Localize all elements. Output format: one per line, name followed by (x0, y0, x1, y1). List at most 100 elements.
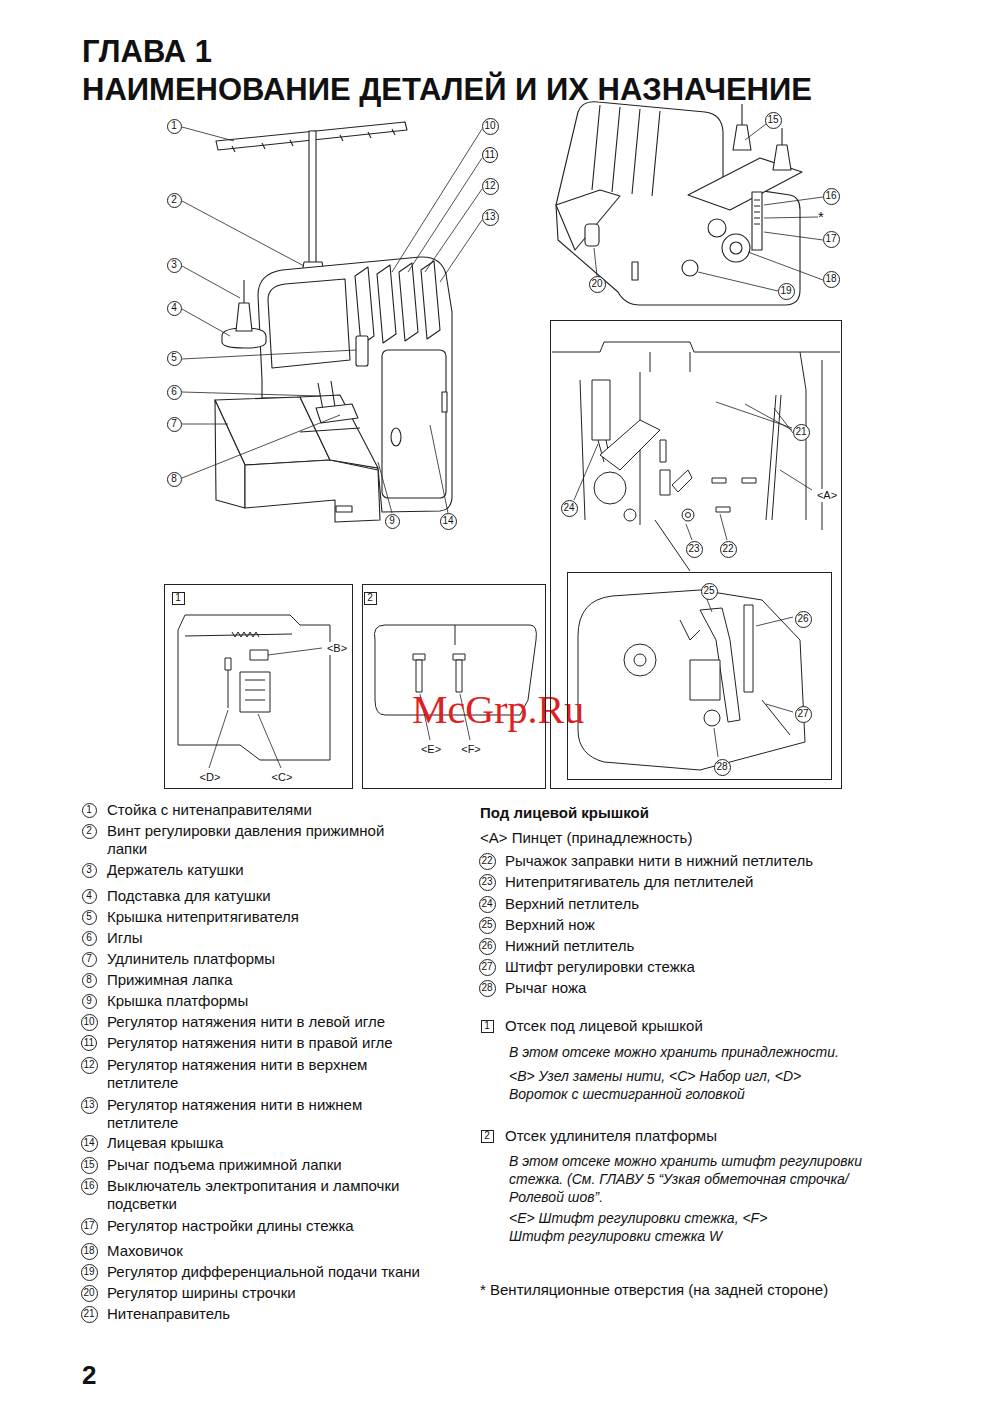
part-description: Маховичок (107, 1242, 183, 1260)
leader-lines (182, 124, 823, 768)
list-callout: 2 (86, 826, 92, 836)
callout-letter: <B> (326, 642, 348, 655)
list-callout: 16 (83, 1181, 94, 1191)
callout-number: 8 (171, 474, 177, 484)
list-callout: 14 (81, 1135, 98, 1152)
list-callout: 16 (81, 1178, 98, 1195)
callout-number: 17 (823, 231, 840, 248)
callout-number: 19 (780, 286, 791, 296)
list-callout: 28 (481, 983, 492, 993)
callout-number: 20 (591, 279, 602, 289)
list-callout: 25 (481, 920, 492, 930)
list-callout: 13 (83, 1100, 94, 1110)
compartment-title: Отсек под лицевой крышкой (505, 1017, 703, 1035)
callout-number: 24 (563, 503, 574, 513)
list-callout: 11 (81, 1035, 97, 1051)
list-callout: 26 (481, 941, 492, 951)
callout-number: 18 (825, 274, 836, 284)
list-callout: 25 (479, 917, 496, 934)
part-description: Нитепритягиватель для петлителей (505, 873, 754, 891)
callout-number: 22 (722, 544, 733, 554)
part-description: Регулятор натяжения нити в верхнем петли… (107, 1056, 407, 1092)
callout-number: 4 (167, 301, 182, 316)
callout-number: 12 (482, 178, 499, 195)
part-description: Винт регулировки давления прижимной лапк… (107, 822, 425, 858)
list-callout: 18 (83, 1246, 94, 1256)
list-callout: 15 (83, 1160, 94, 1170)
list-callout: 10 (83, 1017, 94, 1027)
callout-number: 20 (589, 276, 606, 293)
list-callout: 11 (84, 1038, 94, 1048)
part-description: Рычаг подъема прижимной лапки (107, 1156, 342, 1174)
accessory-description: <A> Пинцет (принадлежность) (480, 829, 692, 847)
compartment-note: В этом отсеке можно хранить принадлежнос… (509, 1043, 839, 1061)
callout-letter: <C> (271, 771, 294, 784)
part-description: Лицевая крышка (107, 1134, 223, 1152)
part-description: Удлинитель платформы (107, 950, 275, 968)
list-callout: 12 (81, 1057, 98, 1074)
list-callout: 3 (82, 863, 97, 878)
part-description: Штифт регулировки стежка (505, 958, 695, 976)
callout-number: 7 (167, 417, 182, 432)
callout-number: 10 (482, 118, 499, 135)
part-description: Регулятор натяжения нити в левой игле (107, 1013, 385, 1031)
callout-number: 5 (167, 351, 182, 366)
list-callout: 18 (81, 1243, 98, 1260)
part-description: Регулятор натяжения нити в правой игле (107, 1034, 393, 1052)
callout-number: 12 (484, 181, 495, 191)
list-callout: 1 (82, 803, 97, 818)
part-description: Нижний петлитель (505, 937, 634, 955)
asterisk-mark: * (818, 208, 824, 226)
compartment-panel: <B> <D> <C> 1 (164, 584, 353, 789)
callout-number: 1 (171, 121, 177, 131)
list-callout: 4 (82, 889, 97, 904)
list-callout: 19 (83, 1267, 94, 1277)
list-callout: 8 (86, 975, 92, 985)
part-description: Выключатель электропитания и лампочки по… (107, 1177, 437, 1213)
compartment-title: Отсек удлинителя платформы (505, 1127, 717, 1145)
callout-number: 14 (440, 513, 457, 530)
part-description: Верхний петлитель (505, 895, 639, 913)
list-callout: 10 (81, 1014, 98, 1031)
callout-letter: <D> (199, 771, 222, 784)
part-description: Подставка для катушки (107, 887, 271, 905)
callout-number: 15 (765, 112, 782, 129)
callout-number: 13 (482, 209, 499, 226)
callout-number: 26 (795, 611, 812, 628)
knife-detail (578, 590, 805, 770)
callout-number: 28 (716, 762, 727, 772)
part-description: Крышка нитепритягивателя (107, 908, 299, 926)
footnote: * Вентиляционные отверстия (на задней ст… (480, 1281, 828, 1299)
page-number: 2 (82, 1360, 96, 1390)
callout-number: 16 (825, 191, 836, 201)
callout-number: 6 (167, 385, 182, 400)
callout-number: 14 (442, 516, 453, 526)
list-callout: 13 (81, 1097, 98, 1114)
list-callout: 27 (481, 962, 492, 972)
callout-number: 11 (485, 150, 495, 160)
list-callout: 28 (479, 980, 496, 997)
callout-number: 1 (167, 119, 182, 134)
callout-number: 16 (823, 188, 840, 205)
box-number: 2 (364, 592, 377, 605)
part-description: Держатель катушки (107, 861, 244, 879)
callout-number: 23 (686, 541, 703, 558)
part-description: Рычаг ножа (505, 979, 586, 997)
list-callout: 9 (86, 996, 92, 1006)
callout-number: 3 (171, 260, 177, 270)
detail-inset: 25262728 (567, 572, 832, 780)
callout-number: 2 (167, 193, 182, 208)
callout-number: 7 (171, 419, 177, 429)
callout-number: 4 (171, 303, 177, 313)
callout-number: 19 (778, 283, 795, 300)
callout-number: 3 (167, 258, 182, 273)
list-callout: 17 (81, 1218, 98, 1235)
chapter-title: НАИМЕНОВАНИЕ ДЕТАЛЕЙ И ИХ НАЗНАЧЕНИЕ (82, 72, 812, 108)
callout-number: 25 (701, 583, 718, 600)
box-number: 1 (484, 1021, 490, 1031)
list-callout: 24 (481, 899, 492, 909)
callout-number: 6 (171, 387, 177, 397)
box-number: 1 (175, 593, 181, 603)
list-callout: 26 (479, 938, 496, 955)
part-description: Верхний нож (505, 916, 595, 934)
